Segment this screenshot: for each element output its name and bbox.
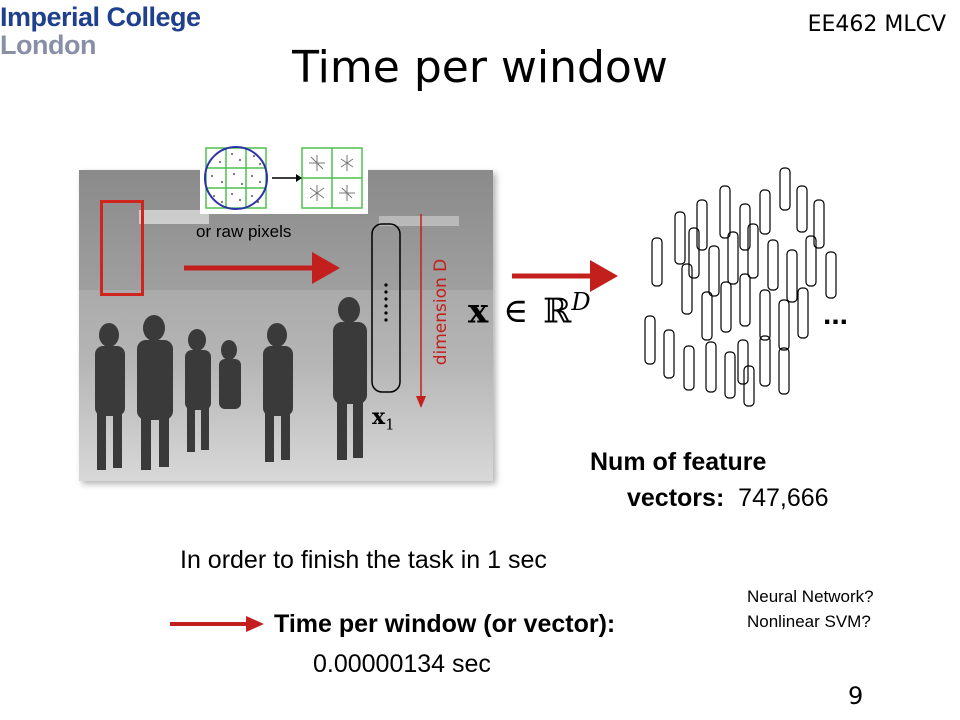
x1-label: x1 (372, 404, 395, 433)
formula-real: ℝ (543, 291, 572, 332)
pedestrian-photo (79, 170, 493, 481)
num-feature-vectors-label: vectors: (627, 484, 725, 512)
num-feature-vectors-value: 747,666 (738, 484, 829, 512)
x1-symbol: x (372, 404, 386, 430)
num-feature-label: Num of feature (590, 448, 767, 476)
more-vectors-ellipsis: ... (823, 298, 849, 331)
time-per-window-label: Time per window (or vector): (274, 610, 616, 638)
num-feature-vectors-line: vectors: 747,666 (627, 484, 829, 513)
detection-window-box (100, 200, 144, 296)
classifier-questions: Neural Network? Nonlinear SVM? (747, 584, 874, 634)
window-to-vector-arrow (184, 252, 340, 284)
feature-vector-bracket (371, 223, 401, 393)
course-code: EE462 MLCV (807, 12, 946, 37)
logo-london: London (0, 30, 96, 60)
task-constraint-text: In order to finish the task in 1 sec (180, 546, 547, 574)
hog-descriptor-graphic (204, 146, 363, 210)
x1-subscript: 1 (385, 415, 395, 434)
formula-x: x (468, 291, 489, 332)
time-per-window-value: 0.00000134 sec (313, 650, 491, 678)
vector-to-set-arrow (512, 260, 618, 292)
raw-pixels-label: or raw pixels (196, 222, 292, 241)
feature-vectors-cloud (644, 167, 837, 407)
dimension-arrow (416, 214, 426, 408)
formula-in: ∈ (503, 291, 529, 332)
vector-dots (384, 283, 388, 322)
dimension-label: dimension D (431, 258, 451, 366)
neural-network-question: Neural Network? (747, 587, 874, 606)
nonlinear-svm-question: Nonlinear SVM? (747, 612, 871, 631)
descriptor-illustration (200, 142, 368, 214)
feature-space-formula: x ∈ ℝD (468, 288, 591, 331)
formula-dimension: D (571, 288, 591, 316)
time-arrow (170, 616, 264, 632)
page-number: 9 (848, 682, 864, 710)
dimension-label-container: dimension D (426, 250, 456, 374)
pedestrian-scene-graphic (79, 200, 493, 470)
slide-title: Time per window (292, 42, 668, 93)
logo-imperial-college: Imperial College (0, 2, 201, 32)
